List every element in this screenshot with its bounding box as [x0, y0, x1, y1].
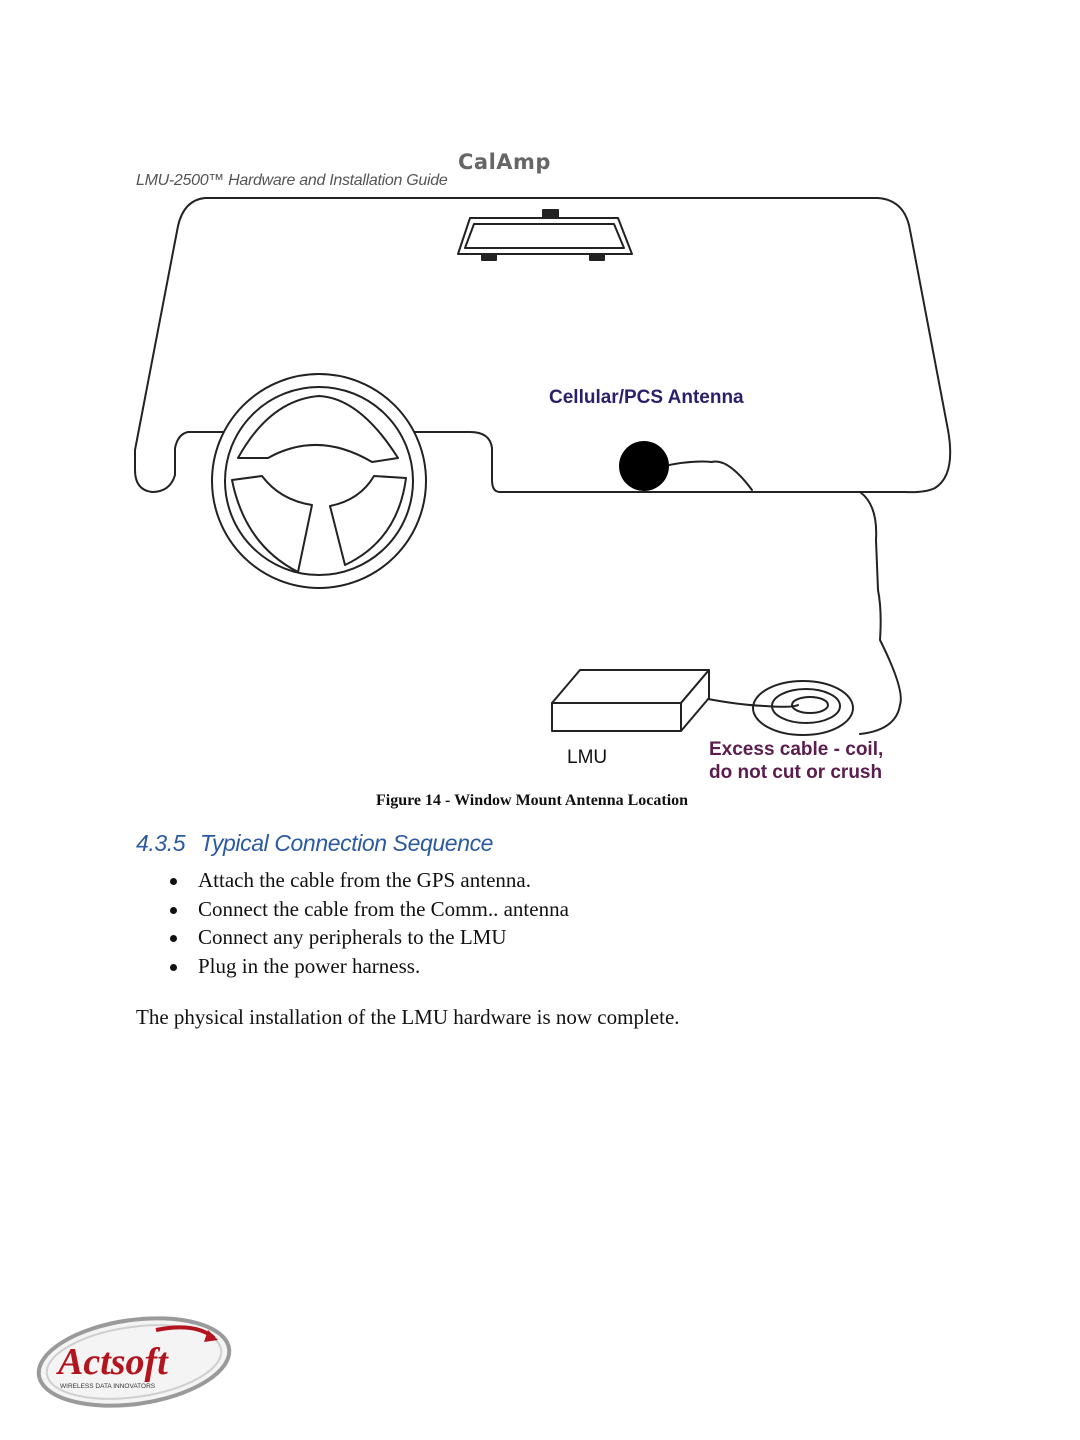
- rear-view-mirror: [457, 217, 633, 255]
- lmu-box: [551, 669, 710, 732]
- section-heading: 4.3.5 Typical Connection Sequence: [136, 830, 493, 857]
- list-item: Attach the cable from the GPS antenna.: [166, 866, 569, 895]
- excess-cable-coil: [752, 680, 854, 736]
- figure-caption: Figure 14 - Window Mount Antenna Locatio…: [376, 792, 689, 809]
- connection-steps-list: Attach the cable from the GPS antenna. C…: [166, 866, 569, 981]
- antenna-cable: [659, 460, 753, 491]
- windshield-outline: [134, 197, 952, 494]
- steering-wheel: [211, 373, 427, 589]
- list-item: Plug in the power harness.: [166, 952, 569, 981]
- section-number: 4.3.5: [136, 830, 186, 856]
- document-header-title: LMU-2500™ Hardware and Installation Guid…: [136, 172, 448, 189]
- windshield-diagram: [134, 197, 952, 736]
- actsoft-logo-tagline: WIRELESS DATA INNOVATORS: [60, 1383, 156, 1390]
- actsoft-logo: Actsoft WIRELESS DATA INNOVATORS: [36, 1316, 232, 1408]
- lmu-label: LMU: [567, 747, 608, 768]
- antenna-mount-icon: [619, 441, 669, 491]
- excess-cable-label-line2: do not cut or crush: [709, 762, 883, 783]
- closing-paragraph: The physical installation of the LMU har…: [136, 1005, 680, 1029]
- section-title: Typical Connection Sequence: [200, 830, 494, 856]
- list-item: Connect the cable from the Comm.. antenn…: [166, 895, 569, 924]
- excess-cable-label-line1: Excess cable - coil,: [709, 739, 884, 760]
- lead-cable: [859, 491, 902, 735]
- list-item: Connect any peripherals to the LMU: [166, 923, 569, 952]
- actsoft-logo-text: Actsoft: [56, 1341, 169, 1383]
- antenna-label: Cellular/PCS Antenna: [549, 387, 744, 408]
- calamp-logo: CalAmp: [458, 150, 551, 174]
